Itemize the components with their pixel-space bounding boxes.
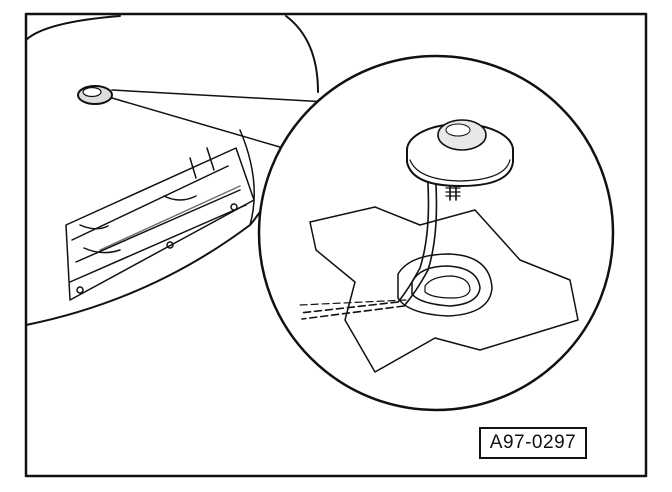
antenna-location-marker xyxy=(77,85,113,105)
trunk-lid-recess xyxy=(65,147,255,301)
callout-leader-lines xyxy=(111,89,346,151)
antenna-icon xyxy=(406,119,514,201)
detail-magnifier xyxy=(257,54,615,412)
figure-frame xyxy=(24,12,648,478)
reference-code-label: A97-0297 xyxy=(479,427,587,459)
roof-panel-section xyxy=(309,206,579,373)
antenna-cable xyxy=(299,169,438,320)
